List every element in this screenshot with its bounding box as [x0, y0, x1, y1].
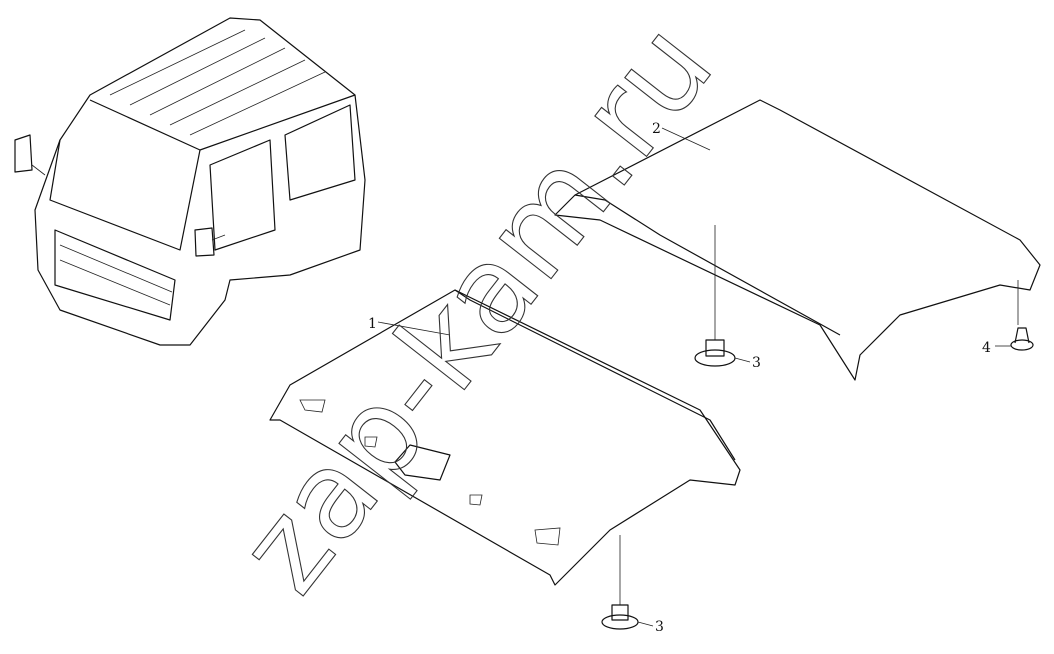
callout-2: 2	[652, 121, 661, 137]
headliner-part-2	[554, 99, 1041, 381]
truck-cab-illustration	[14, 17, 366, 346]
clip-part-3-front	[601, 604, 654, 630]
callout-1: 1	[368, 316, 377, 332]
watermark: zap-kam.ru	[213, 0, 740, 618]
clip-part-4	[995, 327, 1034, 351]
callout-3-rear: 3	[752, 355, 761, 371]
callout-3-front: 3	[655, 619, 664, 635]
headliner-part-1	[269, 289, 741, 605]
callout-4: 4	[982, 340, 991, 356]
clip-part-3-rear	[694, 339, 751, 367]
